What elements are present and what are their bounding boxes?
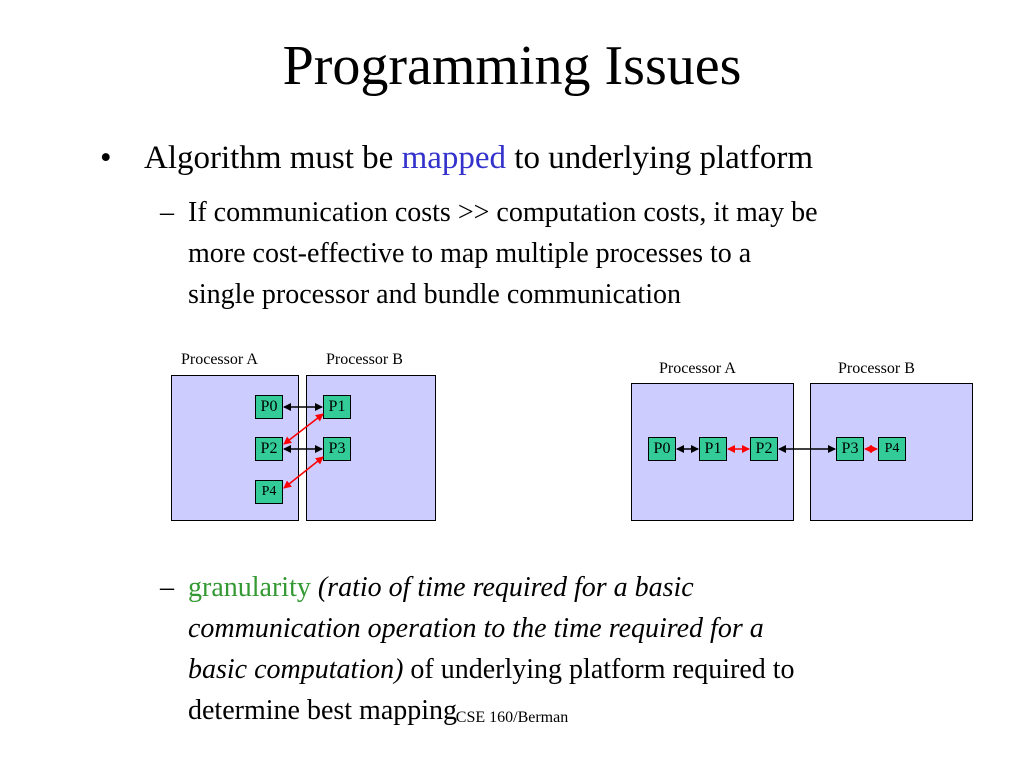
slide-footer: CSE 160/Berman <box>455 709 569 726</box>
bullet-1-after: to underlying platform <box>506 140 814 176</box>
sub-bullet-2-line-4: determine best mapping <box>188 695 458 726</box>
right-node-p2: P2 <box>750 437 778 461</box>
sub-bullet-1-line-3: single processor and bundle communicatio… <box>188 279 681 310</box>
sub-bullet-2-line-3: basic computation) of underlying platfor… <box>188 650 795 690</box>
right-node-p4: P4 <box>878 437 906 461</box>
left-arrow-p4-p3 <box>283 456 324 489</box>
bullet-1-highlight: mapped <box>401 140 507 176</box>
left-node-p0: P0 <box>255 395 283 419</box>
bullet-1-text: Algorithm must be mapped to underlying p… <box>144 138 813 178</box>
right-processor-a-label: Processor A <box>659 360 736 377</box>
left-node-p1: P1 <box>323 395 351 419</box>
sub-bullet-2-italic-3: basic computation) <box>188 654 404 685</box>
right-node-p3: P3 <box>836 437 864 461</box>
sub-bullet-1-line-2: more cost-effective to map multiple proc… <box>188 238 752 269</box>
sub-bullet-2-line-1: granularity (ratio of time required for … <box>188 568 694 608</box>
sub-bullet-2-normal-3: of underlying platform required to <box>403 654 795 685</box>
sub-bullet-1-line-1: If communication costs >> computation co… <box>188 197 818 228</box>
left-processor-a-label: Processor A <box>181 351 258 368</box>
bullet-marker: • <box>100 140 112 176</box>
left-node-p2: P2 <box>255 437 283 461</box>
bullet-1-before: Algorithm must be <box>144 140 402 176</box>
right-processor-b-label: Processor B <box>838 360 915 377</box>
sub-bullet-2-italic-1: (ratio of time required for a basic <box>310 572 694 603</box>
sub-bullet-2-marker: – <box>160 572 174 603</box>
right-node-p0: P0 <box>648 437 676 461</box>
left-node-p4: P4 <box>255 480 283 504</box>
slide-title: Programming Issues <box>282 35 742 97</box>
left-node-p3: P3 <box>323 437 351 461</box>
bullet-1: • Algorithm must be mapped to underlying… <box>100 138 813 178</box>
left-arrow-p2-p1 <box>283 413 324 445</box>
left-processor-b-label: Processor B <box>326 351 403 368</box>
granularity-keyword: granularity <box>188 572 311 603</box>
right-node-p1: P1 <box>699 437 727 461</box>
sub-bullet-2-line-2: communication operation to the time requ… <box>188 613 764 644</box>
sub-bullet-1-marker: – <box>160 197 174 228</box>
